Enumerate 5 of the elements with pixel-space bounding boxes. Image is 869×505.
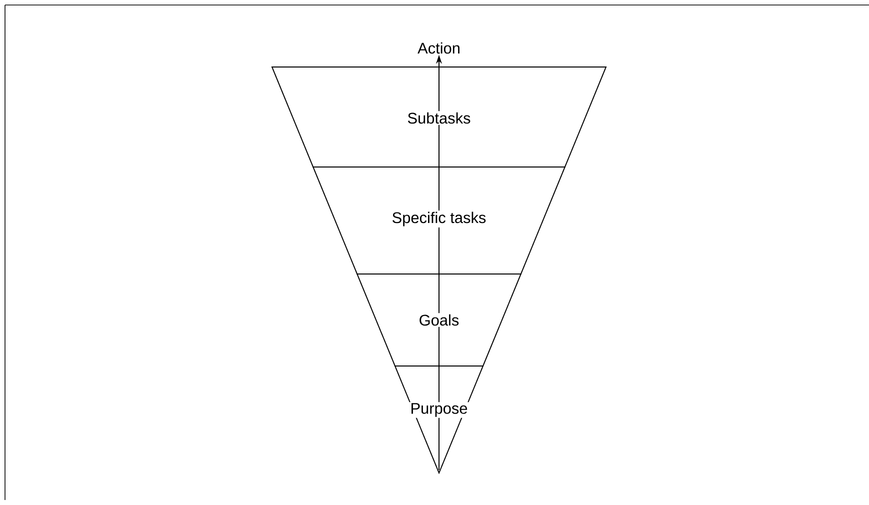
band-label: Subtasks (406, 111, 472, 125)
band-label: Specific tasks (390, 210, 488, 228)
heading-text: Action (418, 42, 460, 54)
band-label: Purpose (409, 402, 469, 418)
band-label: Goals (418, 313, 460, 327)
